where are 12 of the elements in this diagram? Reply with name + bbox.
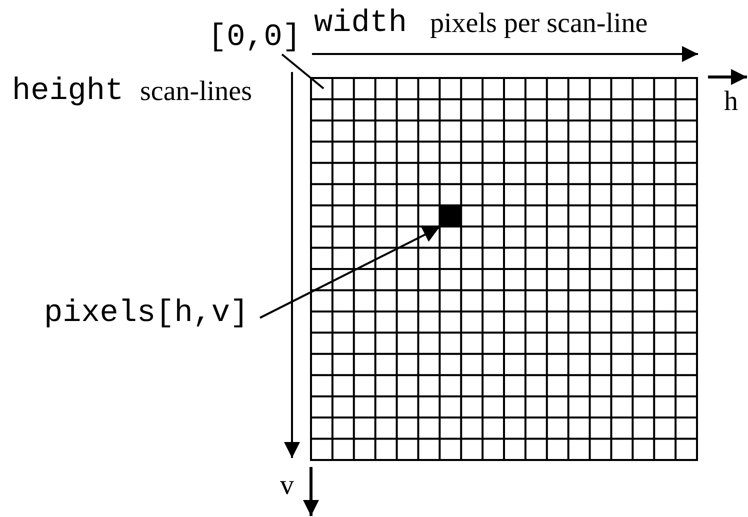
arrow (260, 226, 440, 319)
leader-line (281, 54, 324, 90)
axis-label: height (12, 76, 124, 107)
axis-label: pixels per scan-line (430, 10, 648, 38)
axis-label: scan-lines (140, 78, 252, 106)
code-label: [0,0] (208, 22, 308, 58)
axis-label: width (314, 8, 408, 39)
axis-label: v (280, 472, 294, 500)
axis-label: h (724, 88, 738, 116)
filled-pixel (439, 205, 461, 226)
code-label: pixels[h,v] (44, 298, 260, 334)
pixel-grid (310, 77, 698, 461)
